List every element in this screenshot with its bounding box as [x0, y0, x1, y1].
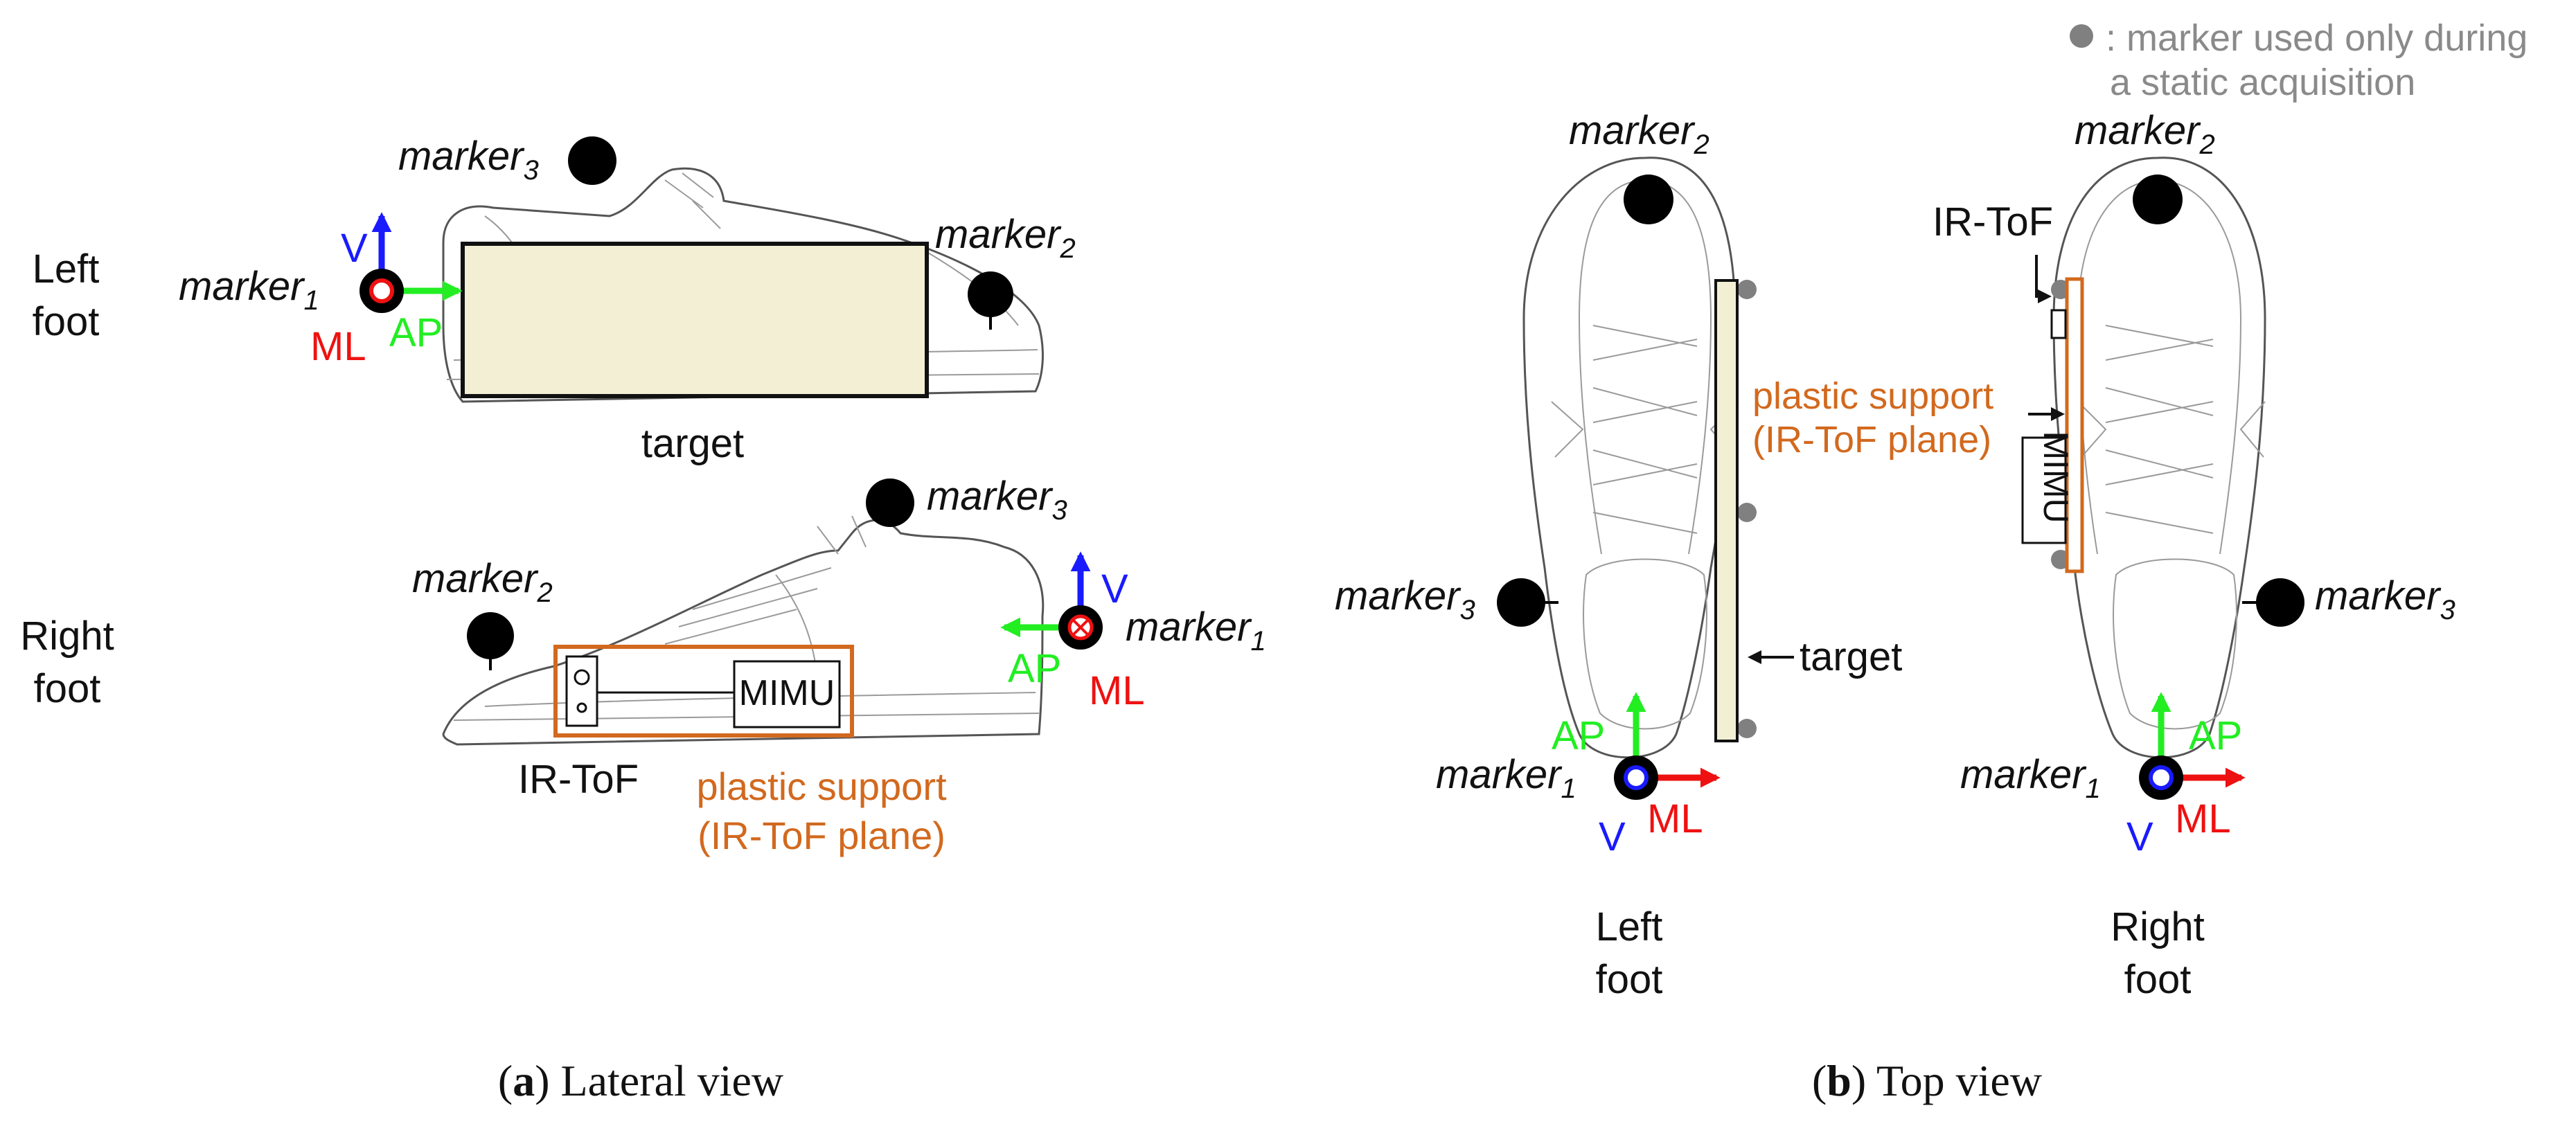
- marker2: [968, 271, 1013, 317]
- left-foot-label-line2: foot: [1596, 957, 1663, 1002]
- ap-axis-label: AP: [2189, 713, 2242, 758]
- ml-axis-label: ML: [1089, 668, 1145, 713]
- ir-tof-lens-1: [574, 669, 590, 686]
- right-foot-label-line2: foot: [34, 666, 101, 711]
- left-shoe-top-sketch: [1522, 157, 1739, 759]
- marker3-label: marker3: [927, 474, 1067, 526]
- left-foot-label-line1: Left: [33, 247, 100, 292]
- support-label-line2: (IR-ToF plane): [1752, 419, 1991, 461]
- legend-line-2: a static acquisition: [2110, 62, 2415, 103]
- panel-b-top-view: plastic support (IR-ToF plane) target ma…: [1335, 108, 2455, 1105]
- ir-tof-label: IR-ToF: [1933, 199, 2053, 244]
- right-foot-label-line1: Right: [20, 614, 114, 659]
- ml-axis-label: ML: [2175, 796, 2231, 841]
- panel-b-left-foot: plastic support (IR-ToF plane) target ma…: [1335, 108, 1993, 1002]
- ap-axis-label: AP: [389, 310, 443, 355]
- marker3: [2256, 578, 2304, 627]
- support-label-line1: plastic support: [696, 765, 947, 808]
- marker3-label: marker3: [398, 134, 539, 186]
- static-marker: [1737, 719, 1757, 738]
- target-label: target: [1800, 634, 1902, 679]
- ir-tof-sensor: [565, 655, 598, 727]
- v-axis-label: V: [1101, 566, 1128, 611]
- marker2: [1624, 175, 1673, 224]
- ml-axis-label: ML: [1647, 796, 1703, 841]
- target-plate: [1714, 279, 1739, 742]
- target-label: target: [641, 421, 744, 466]
- panel-a-left-foot: Left foot target V AP ML marker1: [33, 134, 1076, 466]
- marker3: [1497, 578, 1545, 627]
- marker1-label: marker1: [1960, 752, 2101, 804]
- plastic-support-top: [2065, 277, 2084, 573]
- plastic-support-lateral: [553, 645, 854, 738]
- ir-tof-pointer: [2035, 255, 2052, 303]
- right-shoe-top-sketch: [2052, 157, 2266, 759]
- marker1-label: marker1: [1126, 605, 1266, 656]
- caption-a: (a) Lateral view: [498, 1056, 783, 1105]
- ml-cross-b: [1072, 619, 1089, 636]
- panel-b-right-foot: MIMU IR-ToF marker2 marker3 AP ML V mark…: [1933, 108, 2455, 1002]
- v-axis-label: V: [1599, 814, 1626, 859]
- marker2: [467, 612, 514, 659]
- v-axis-up-symbol: [2149, 765, 2174, 790]
- marker1-label: marker1: [179, 264, 319, 316]
- right-foot-label-line2: foot: [2124, 957, 2192, 1002]
- marker2-label: marker2: [1569, 108, 1709, 160]
- v-axis-label: V: [2126, 814, 2153, 859]
- marker2: [2133, 175, 2183, 224]
- v-axis-up-symbol: [1624, 765, 1649, 790]
- marker2-label: marker2: [412, 556, 553, 608]
- marker2-label: marker2: [2075, 108, 2215, 160]
- panel-a-right-foot: Right foot MIMU IR-ToF plastic support (…: [20, 474, 1265, 857]
- panel-a-lateral-view: Left foot target V AP ML marker1: [20, 134, 1265, 1105]
- static-marker-legend-icon: [2070, 24, 2093, 48]
- mimu-box: [733, 660, 841, 729]
- ml-axis-outward-symbol: [369, 278, 394, 303]
- ap-axis-label: AP: [1008, 646, 1061, 691]
- ap-axis-label: AP: [1552, 713, 1605, 758]
- marker3-label: marker3: [2315, 573, 2455, 625]
- mimu-box: [2021, 436, 2067, 544]
- marker3: [866, 479, 914, 527]
- support-label-line1: plastic support: [1752, 375, 1993, 417]
- v-axis-label: V: [341, 226, 368, 271]
- legend-line-1: : marker used only during: [2106, 17, 2528, 59]
- caption-b: (b) Top view: [1812, 1056, 2042, 1105]
- marker3-label: marker3: [1335, 573, 1475, 625]
- support-label-line2: (IR-ToF plane): [698, 814, 945, 857]
- marker2-label: marker2: [935, 212, 1076, 264]
- right-foot-label-line1: Right: [2111, 904, 2204, 949]
- static-marker: [1737, 503, 1757, 522]
- marker3: [568, 136, 616, 185]
- left-foot-label-line1: Left: [1596, 904, 1663, 949]
- left-foot-label-line2: foot: [33, 299, 100, 344]
- ml-axis-label: ML: [310, 324, 366, 369]
- mimu-label: MIMU: [739, 673, 835, 713]
- ir-tof-lens-2: [576, 702, 587, 713]
- ir-tof-label: IR-ToF: [518, 757, 639, 802]
- target-plate: [461, 242, 929, 398]
- marker1-label: marker1: [1436, 752, 1576, 804]
- ir-tof-sensor: [2050, 309, 2067, 339]
- static-marker: [1737, 280, 1757, 299]
- legend: : marker used only during a static acqui…: [2070, 17, 2528, 103]
- mimu-label: MIMU: [2036, 431, 2075, 523]
